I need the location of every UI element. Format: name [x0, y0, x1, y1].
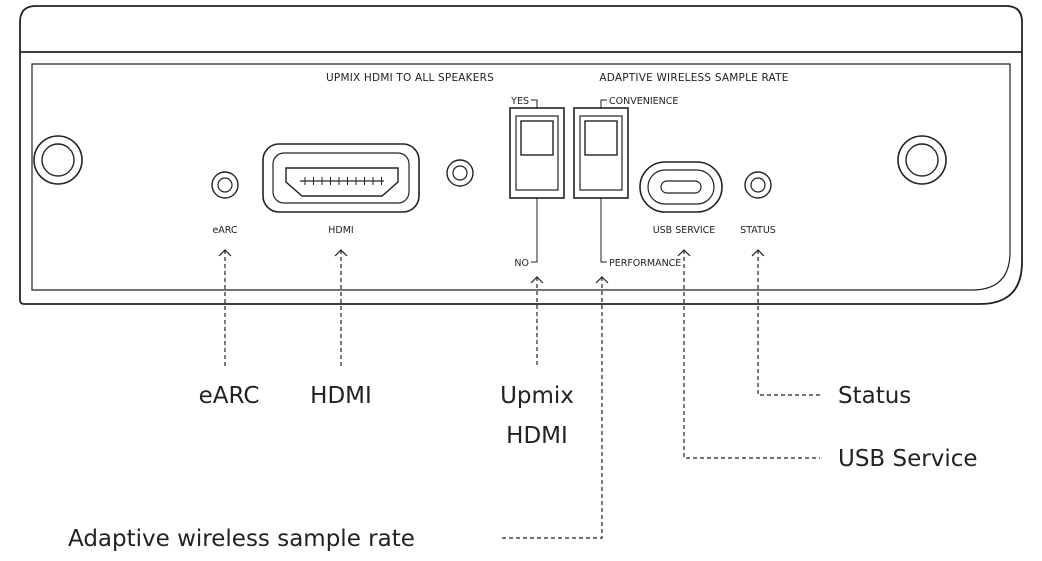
callout-upmix-line1: Upmix [500, 383, 574, 409]
adaptive-leader [500, 276, 609, 539]
right-screw-icon [897, 135, 947, 185]
usb-port-label: USB SERVICE [653, 225, 716, 236]
device-rear-panel [19, 5, 1023, 305]
callout-adaptive: Adaptive wireless sample rate [68, 526, 415, 552]
upmix-switch[interactable] [509, 107, 565, 199]
hdmi-port-icon [262, 143, 420, 213]
status-led-icon [744, 171, 772, 199]
left-screw-icon [33, 135, 83, 185]
adaptive-performance-label: PERFORMANCE [609, 258, 681, 269]
light-sensor-icon [446, 159, 474, 187]
upmix-no-label: NO [514, 258, 529, 269]
earc-port-label: eARC [212, 225, 237, 236]
earc-port-icon [211, 171, 239, 199]
status-leader [751, 249, 820, 396]
upmix-yes-label: YES [510, 96, 529, 107]
upmix-header: UPMIX HDMI TO ALL SPEAKERS [326, 72, 494, 84]
callout-usb: USB Service [838, 446, 978, 472]
upmix-leader [530, 276, 544, 366]
callout-earc: eARC [199, 383, 260, 409]
usb-port-icon [639, 161, 723, 213]
hdmi-leader [334, 249, 348, 366]
callout-hdmi: HDMI [310, 383, 372, 409]
earc-leader [218, 249, 232, 366]
adaptive-convenience-label: CONVENIENCE [609, 96, 678, 107]
callout-upmix-line2: HDMI [506, 423, 568, 449]
hdmi-port-label: HDMI [328, 225, 353, 236]
usb-leader [677, 249, 820, 459]
adaptive-switch[interactable] [573, 107, 629, 199]
callout-status: Status [838, 383, 911, 409]
status-port-label: STATUS [740, 225, 776, 236]
adaptive-header: ADAPTIVE WIRELESS SAMPLE RATE [599, 72, 788, 84]
